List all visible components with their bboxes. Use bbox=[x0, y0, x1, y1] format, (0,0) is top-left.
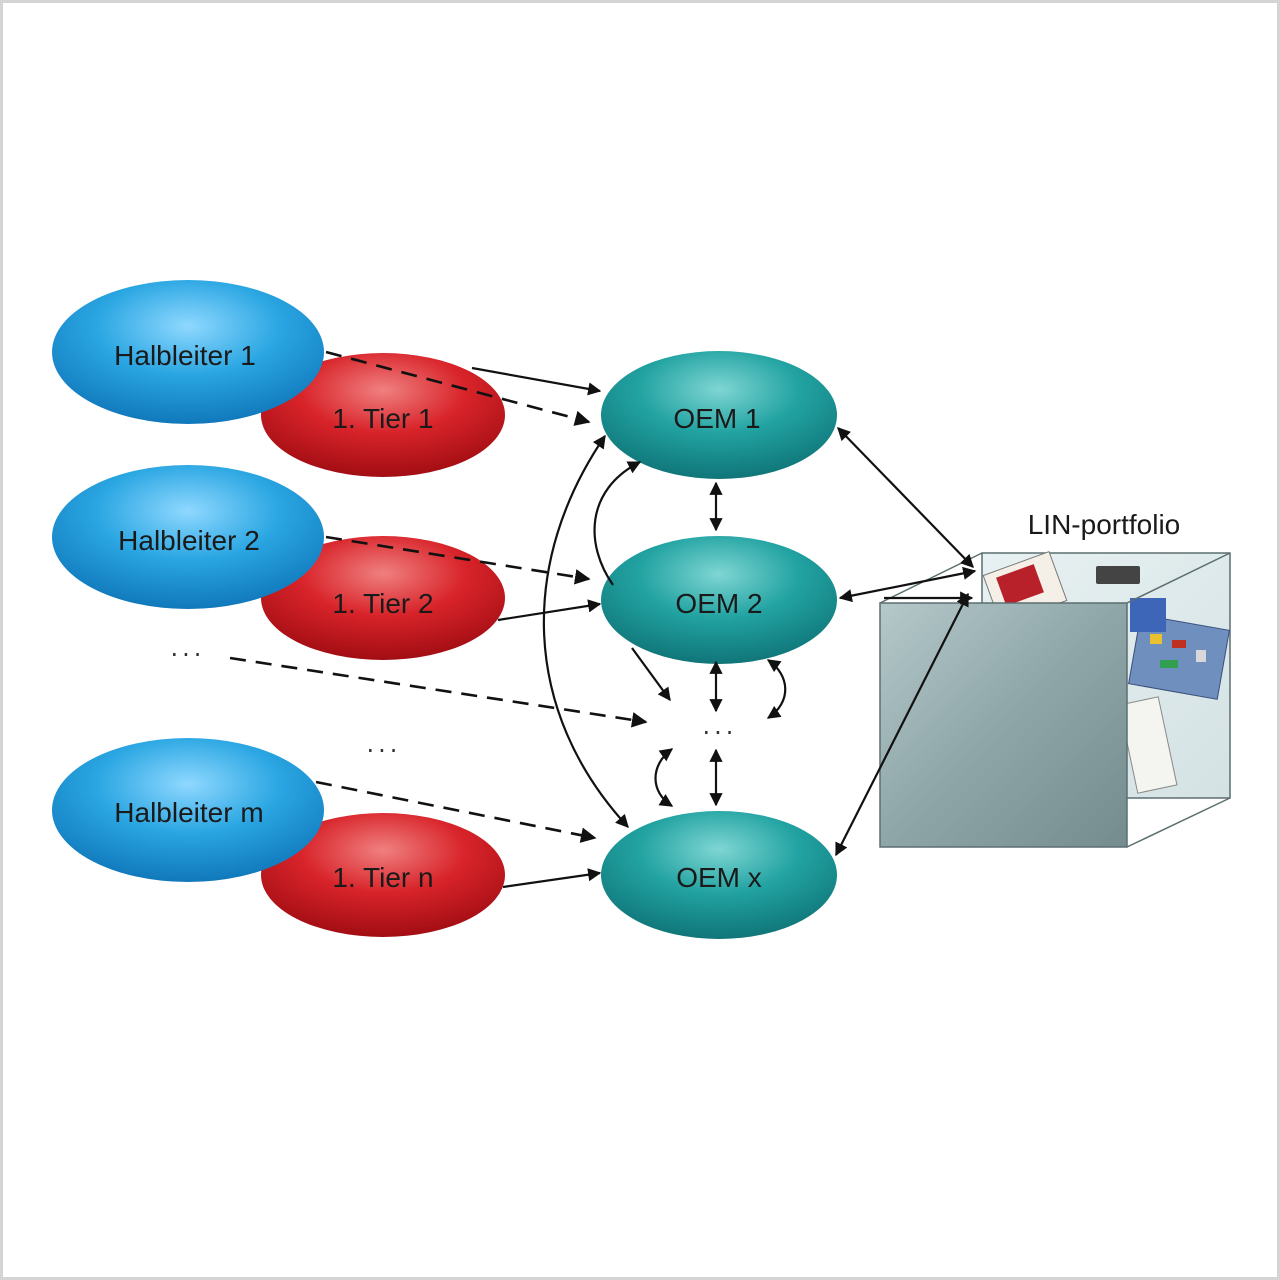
arrow-ellipsis-oem bbox=[229, 656, 648, 728]
arrow-halbleiter2-oem2 bbox=[325, 535, 591, 585]
chip-icon bbox=[1096, 566, 1140, 584]
halbleiter-m-label: Halbleiter m bbox=[114, 797, 263, 828]
oem-x-label: OEM x bbox=[676, 862, 762, 893]
halbleiter-1-label: Halbleiter 1 bbox=[114, 340, 256, 371]
tier-n-label: 1. Tier n bbox=[332, 862, 433, 893]
arrow-oem2-portfolio bbox=[838, 566, 977, 603]
tier-2-label: 1. Tier 2 bbox=[332, 588, 433, 619]
arrow-tier2-oem2 bbox=[497, 599, 602, 622]
oem-2-label: OEM 2 bbox=[675, 588, 762, 619]
oem-1-node bbox=[601, 351, 837, 479]
portfolio-document-icon bbox=[1118, 696, 1178, 794]
arrow-ellipsis-oemx-curve bbox=[654, 748, 674, 807]
tier-n-node bbox=[261, 813, 505, 937]
arrow-oemx-portfolio bbox=[835, 592, 969, 857]
tier-1-label: 1. Tier 1 bbox=[332, 403, 433, 434]
tier-1-node bbox=[261, 353, 505, 477]
ellipsis-left: ... bbox=[171, 634, 206, 662]
halbleiter-m-node bbox=[52, 738, 324, 882]
oem-1-label: OEM 1 bbox=[673, 403, 760, 434]
portfolio-card-print bbox=[996, 564, 1044, 606]
arrow-oem1-portfolio bbox=[837, 427, 974, 568]
arrow-oem1-oem2-curve bbox=[593, 461, 642, 586]
arrow-tiern-oemx bbox=[502, 868, 602, 889]
arrow-oem1-oemx-curve bbox=[542, 434, 629, 828]
portfolio-title: LIN-portfolio bbox=[1028, 509, 1181, 540]
tier-2-node bbox=[261, 536, 505, 660]
oem-2-node bbox=[601, 536, 837, 664]
arrow-oem2-ellipsis-curve bbox=[766, 659, 787, 719]
arrow-halbleiterm-oemx bbox=[315, 780, 597, 843]
ellipsis-middle-left: ... bbox=[367, 730, 402, 758]
ellipsis-oem-column: ... bbox=[703, 712, 738, 740]
connector-icon bbox=[1130, 598, 1166, 632]
oem-x-node bbox=[601, 811, 837, 939]
arrow-tier1-oem1 bbox=[471, 366, 602, 396]
arrow-halbleiter1-oem1 bbox=[325, 350, 591, 426]
supply-chain-diagram: Halbleiter 1 Halbleiter 2 Halbleiter m 1… bbox=[52, 280, 1231, 939]
halbleiter-1-node bbox=[52, 280, 324, 424]
arrow-oem2-ellipsis-diag bbox=[631, 647, 671, 702]
halbleiter-2-label: Halbleiter 2 bbox=[118, 525, 260, 556]
halbleiter-2-node bbox=[52, 465, 324, 609]
circuit-board-icon bbox=[1128, 614, 1230, 700]
lin-portfolio-box bbox=[879, 550, 1231, 848]
